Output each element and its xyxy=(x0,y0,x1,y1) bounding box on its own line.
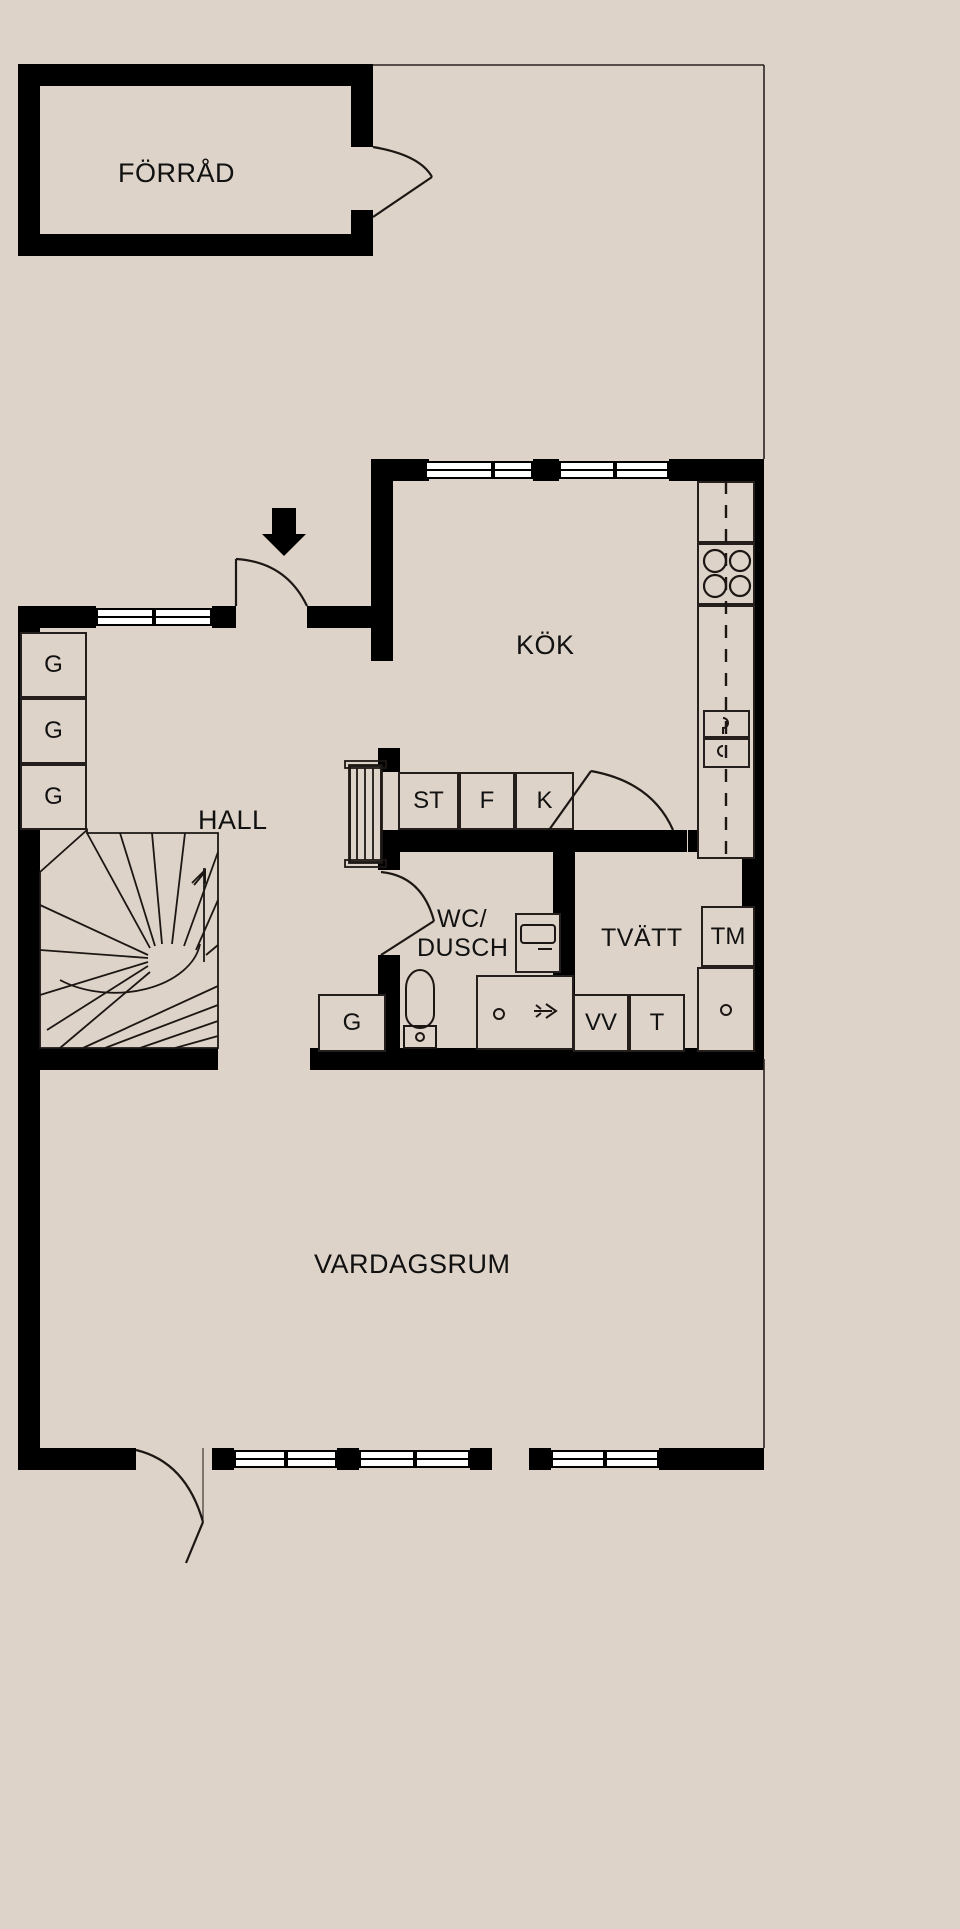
wall-kok-top-mid xyxy=(533,459,559,481)
room-label-hall: HALL xyxy=(198,805,268,835)
wall-kok-top-right xyxy=(669,459,742,481)
cabinet-g-wc[interactable] xyxy=(318,994,386,1052)
cabinet-st[interactable] xyxy=(398,772,459,830)
window-living-1 xyxy=(234,1450,286,1468)
window-living-5 xyxy=(551,1450,605,1468)
kitchen-counter-upper xyxy=(697,481,755,543)
stair-direction-arrow-icon xyxy=(191,867,206,884)
window-living-6 xyxy=(605,1450,659,1468)
wall-wc-top-bar xyxy=(393,830,575,852)
door-forrad xyxy=(372,145,433,218)
window-kok-3 xyxy=(559,461,615,479)
wall-forrad-top xyxy=(18,64,373,86)
wall-forrad-bottom xyxy=(18,234,373,256)
cabinet-g-hall-1-label: G xyxy=(44,651,63,678)
window-hall-1 xyxy=(96,608,154,626)
wall-tvatt-top xyxy=(575,830,687,852)
wall-tvatt-bottom xyxy=(575,1048,764,1070)
bathroom-vanity xyxy=(515,913,561,973)
wall-kok-left xyxy=(371,459,393,661)
cabinet-k-label: K xyxy=(536,787,553,814)
wall-hall-top-left xyxy=(18,606,96,628)
wall-kok-left-lower xyxy=(307,606,393,628)
wall-living-bottom-left xyxy=(18,1448,136,1470)
wall-living-bottom-mid-1 xyxy=(212,1448,234,1470)
door-terrace xyxy=(135,1448,205,1564)
room-label-wc-line2: DUSCH xyxy=(417,934,509,962)
room-label-vardagsrum: VARDAGSRUM xyxy=(314,1249,511,1279)
kitchen-sink-basin-1 xyxy=(703,710,750,738)
cabinet-g-hall-1[interactable] xyxy=(20,632,87,698)
cabinet-g-hall-2[interactable] xyxy=(20,698,87,764)
wall-hall-bottom xyxy=(18,1048,218,1070)
window-hall-2 xyxy=(154,608,212,626)
window-living-3 xyxy=(359,1450,415,1468)
window-kok-4 xyxy=(615,461,669,479)
window-kok-1 xyxy=(425,461,493,479)
appliance-vv[interactable] xyxy=(573,994,629,1052)
wall-living-bottom-right xyxy=(659,1448,764,1470)
window-living-4 xyxy=(415,1450,470,1468)
cabinet-g-wc-label: G xyxy=(342,1009,362,1036)
room-label-kok: KÖK xyxy=(516,630,575,660)
appliance-tm-label: TM xyxy=(710,922,746,950)
cabinet-f-label: F xyxy=(479,787,495,814)
entrance-arrow-icon xyxy=(262,508,306,556)
wall-living-bottom-mid-3 xyxy=(470,1448,492,1470)
door-entrance-hall xyxy=(234,557,308,607)
cabinet-g-hall-3[interactable] xyxy=(20,764,87,830)
wall-living-bottom-mid-2 xyxy=(337,1448,359,1470)
room-label-wc-line1: WC/ xyxy=(437,905,488,933)
room-label-tvatt: TVÄTT xyxy=(601,924,683,952)
window-kok-2 xyxy=(493,461,533,479)
shower-zone xyxy=(476,975,574,1050)
appliance-t[interactable] xyxy=(629,994,685,1052)
cooktop-stove xyxy=(697,543,755,605)
appliance-t-label: T xyxy=(649,1009,665,1036)
appliance-vv-label: VV xyxy=(584,1009,617,1036)
wall-hall-top-right xyxy=(212,606,236,628)
appliance-tm[interactable] xyxy=(701,906,755,967)
toilet-icon xyxy=(403,969,437,1049)
cabinet-g-hall-2-label: G xyxy=(44,717,63,744)
cabinet-g-hall-3-label: G xyxy=(44,783,63,810)
wall-living-bottom-mid-4 xyxy=(529,1448,551,1470)
cabinet-st-label: ST xyxy=(413,787,444,814)
wall-wc-bottom xyxy=(310,1048,575,1070)
tvatt-counter xyxy=(697,967,755,1052)
staircase xyxy=(39,827,219,1049)
kitchen-sink-basin-2 xyxy=(703,738,750,768)
wall-forrad-right-lower xyxy=(351,210,373,256)
wall-forrad-right-upper xyxy=(351,64,373,147)
radiator-element xyxy=(349,765,382,863)
cabinet-f[interactable] xyxy=(459,772,515,830)
room-label-forrad: FÖRRÅD xyxy=(118,158,235,188)
wall-forrad-left xyxy=(18,64,40,256)
wall-outer-left-living xyxy=(18,1050,40,1470)
window-living-2 xyxy=(286,1450,337,1468)
